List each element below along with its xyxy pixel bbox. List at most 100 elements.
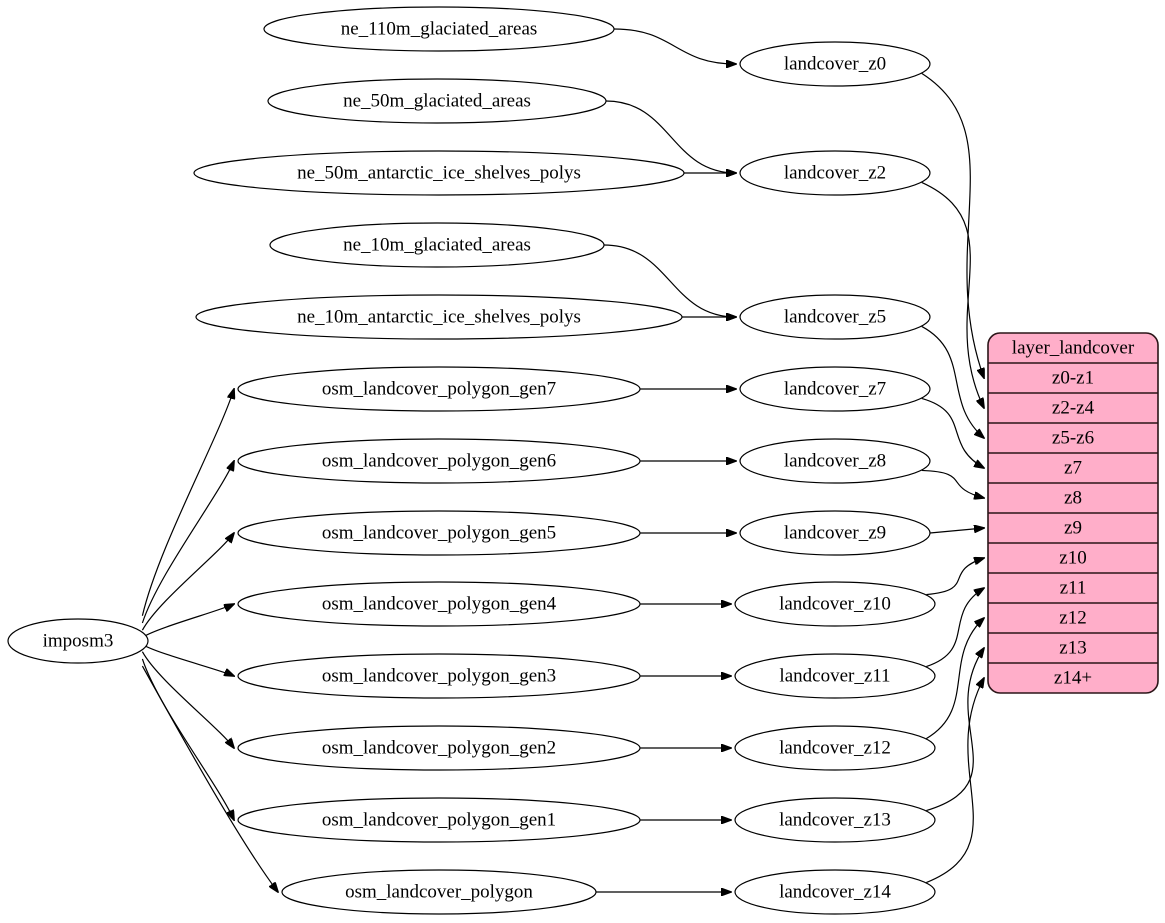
node-osm_landcover_polygon_gen6[interactable]: osm_landcover_polygon_gen6	[237, 438, 641, 484]
node-label: landcover_z12	[779, 737, 891, 758]
node-layer: imposm3 ne_110m_glaciated_areas ne_50m_gla…	[7, 6, 936, 915]
node-landcover_z14[interactable]: landcover_z14	[734, 869, 936, 915]
table-row-label: z10	[1059, 547, 1086, 568]
node-label: ne_50m_glaciated_areas	[343, 90, 531, 111]
node-landcover_z12[interactable]: landcover_z12	[734, 725, 936, 771]
edge-landcover_z5-table	[921, 325, 984, 438]
node-ellipse	[734, 581, 936, 627]
node-ellipse	[734, 653, 936, 699]
edge-imposm3-to-osm_landcover_polygon_gen3	[142, 643, 234, 677]
node-ellipse	[237, 653, 641, 699]
node-ellipse	[193, 150, 685, 196]
node-ellipse	[734, 869, 936, 915]
table-header-label: layer_landcover	[1012, 337, 1135, 358]
node-label: osm_landcover_polygon_gen7	[322, 378, 556, 399]
node-osm_landcover_polygon_gen7[interactable]: osm_landcover_polygon_gen7	[237, 366, 641, 412]
edge-landcover_z13-table	[926, 648, 984, 812]
node-label: landcover_z7	[784, 378, 886, 399]
node-ellipse	[739, 366, 931, 412]
edge-imposm3-to-osm_landcover_polygon_gen4	[142, 604, 234, 638]
node-ne_110m_glaciated_areas[interactable]: ne_110m_glaciated_areas	[263, 6, 615, 52]
node-landcover_z13[interactable]: landcover_z13	[734, 797, 936, 843]
table-row-label: z7	[1064, 457, 1082, 478]
node-landcover_z10[interactable]: landcover_z10	[734, 581, 936, 627]
node-landcover_z2[interactable]: landcover_z2	[739, 150, 931, 196]
edge-landcover_z8-table	[921, 469, 984, 498]
node-ne_50m_antarctic_ice_shelves_polys[interactable]: ne_50m_antarctic_ice_shelves_polys	[193, 150, 685, 196]
table-row-label: z14+	[1054, 667, 1092, 688]
edge-imposm3-to-osm_landcover_polygon_gen6	[141, 461, 234, 624]
node-label: osm_landcover_polygon_gen4	[322, 593, 557, 614]
table-row-label: z12	[1059, 607, 1086, 628]
node-osm_landcover_polygon_gen4[interactable]: osm_landcover_polygon_gen4	[237, 581, 641, 627]
node-ne_10m_antarctic_ice_shelves_polys[interactable]: ne_10m_antarctic_ice_shelves_polys	[195, 294, 683, 340]
edge-landcover_z10-table	[926, 558, 984, 596]
node-ne_10m_glaciated_areas[interactable]: ne_10m_glaciated_areas	[269, 222, 605, 268]
edge-ne50g-z2	[605, 100, 736, 173]
node-ellipse	[281, 869, 597, 915]
node-ellipse	[739, 438, 931, 484]
edge-landcover_z14-table	[926, 678, 984, 884]
node-label: landcover_z9	[784, 522, 886, 543]
node-ellipse	[7, 618, 149, 664]
table-layer-landcover[interactable]: layer_landcoverz0-z1z2-z4z5-z6z7z8z9z10z…	[987, 332, 1159, 694]
node-label: osm_landcover_polygon	[345, 881, 533, 902]
node-osm_landcover_polygon_gen2[interactable]: osm_landcover_polygon_gen2	[237, 725, 641, 771]
node-label: osm_landcover_polygon_gen5	[322, 522, 556, 543]
node-label: osm_landcover_polygon_gen6	[322, 450, 556, 471]
node-label: osm_landcover_polygon_gen2	[322, 737, 556, 758]
edge-ne110-z0	[613, 28, 736, 64]
edge-layer	[141, 28, 984, 892]
node-label: landcover_z2	[784, 162, 886, 183]
node-osm_landcover_polygon_gen5[interactable]: osm_landcover_polygon_gen5	[237, 510, 641, 556]
node-label: landcover_z8	[784, 450, 886, 471]
edge-ne10g-z5	[603, 244, 736, 317]
node-ellipse	[739, 41, 931, 87]
node-imposm3[interactable]: imposm3	[7, 618, 149, 664]
node-ellipse	[739, 150, 931, 196]
table-row-label: z2-z4	[1052, 397, 1095, 418]
edge-imposm3-to-osm_landcover_polygon	[141, 665, 278, 892]
node-landcover_z0[interactable]: landcover_z0	[739, 41, 931, 87]
node-ne_50m_glaciated_areas[interactable]: ne_50m_glaciated_areas	[267, 78, 607, 124]
table-row-label: z13	[1059, 637, 1086, 658]
node-ellipse	[739, 510, 931, 556]
table-row-label: z0-z1	[1052, 367, 1094, 388]
edge-landcover_z11-table	[926, 588, 984, 668]
node-ellipse	[734, 797, 936, 843]
node-landcover_z11[interactable]: landcover_z11	[734, 653, 936, 699]
table-layer: layer_landcoverz0-z1z2-z4z5-z6z7z8z9z10z…	[987, 332, 1159, 694]
node-osm_landcover_polygon[interactable]: osm_landcover_polygon	[281, 869, 597, 915]
node-ellipse	[195, 294, 683, 340]
table-row-label: z5-z6	[1052, 427, 1094, 448]
node-osm_landcover_polygon_gen1[interactable]: osm_landcover_polygon_gen1	[237, 797, 641, 843]
node-landcover_z9[interactable]: landcover_z9	[739, 510, 931, 556]
edge-landcover_z2-table	[921, 181, 984, 408]
node-label: ne_50m_antarctic_ice_shelves_polys	[297, 162, 581, 183]
table-row-label: z9	[1064, 517, 1082, 538]
edge-landcover_z0-table	[921, 72, 984, 378]
node-label: landcover_z14	[779, 881, 891, 902]
node-ellipse	[269, 222, 605, 268]
edge-imposm3-to-osm_landcover_polygon_gen5	[141, 533, 234, 631]
node-ellipse	[734, 725, 936, 771]
node-landcover_z5[interactable]: landcover_z5	[739, 294, 931, 340]
node-osm_landcover_polygon_gen3[interactable]: osm_landcover_polygon_gen3	[237, 653, 641, 699]
node-ellipse	[237, 366, 641, 412]
node-label: ne_10m_glaciated_areas	[343, 234, 531, 255]
node-ellipse	[237, 510, 641, 556]
node-label: landcover_z13	[779, 809, 891, 830]
node-label: osm_landcover_polygon_gen1	[322, 809, 556, 830]
node-landcover_z8[interactable]: landcover_z8	[739, 438, 931, 484]
edge-landcover_z9-table	[929, 528, 984, 534]
node-ellipse	[739, 294, 931, 340]
edge-landcover_z7-table	[921, 397, 984, 468]
node-landcover_z7[interactable]: landcover_z7	[739, 366, 931, 412]
node-label: osm_landcover_polygon_gen3	[322, 665, 556, 686]
node-ellipse	[237, 438, 641, 484]
node-label: ne_110m_glaciated_areas	[341, 18, 538, 39]
edge-imposm3-to-osm_landcover_polygon_gen2	[141, 651, 234, 748]
node-label: imposm3	[43, 630, 114, 651]
node-ellipse	[237, 797, 641, 843]
